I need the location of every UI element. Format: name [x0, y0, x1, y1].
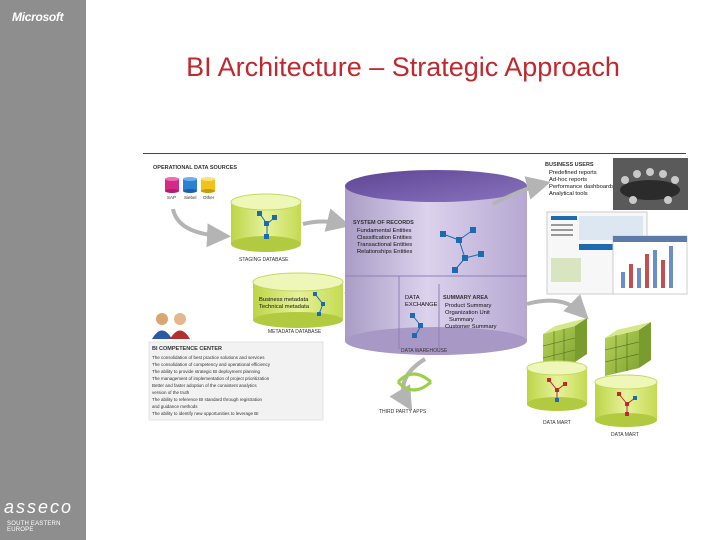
- data-mart-2: DATA MART: [594, 322, 658, 438]
- data-mart-2-cube-icon: [604, 322, 651, 376]
- business-users: BUSINESS USERS Predefined reports Ad-hoc…: [545, 158, 688, 295]
- sor-line-relationships: Relationships Entities: [357, 249, 413, 255]
- summary-line-summary: Summary: [449, 317, 474, 323]
- data-mart-2-label: DATA MART: [611, 432, 639, 438]
- arrow-warehouse-to-users: [492, 176, 551, 206]
- bi-competence-line-2: The consolidation of competency and oper…: [152, 362, 271, 367]
- data-mart-1: DATA MART: [526, 318, 588, 426]
- bi-competence-heading: BI COMPETENCE CENTER: [152, 346, 222, 352]
- warehouse-node-network-icon: [440, 227, 484, 273]
- bi-competence-line-1: The consolidation of best practice solut…: [152, 355, 265, 360]
- asseco-logo: asseco: [4, 497, 74, 517]
- third-party-apps-label: THIRD PARTY APPS: [379, 409, 427, 415]
- summary-line-product: Product Summary: [445, 303, 491, 309]
- source-label-sap: SAP: [167, 195, 176, 200]
- business-users-line-dashboards: Performance dashboards: [549, 184, 614, 190]
- third-party-apps: THIRD PARTY APPS: [379, 372, 432, 415]
- sor-line-transactional: Transactional Entities: [357, 242, 412, 248]
- bi-competence-line-8: and guidance methods: [152, 404, 198, 409]
- bi-competence-line-3: The ability to provide strategic BI depl…: [152, 369, 261, 374]
- summary-line-org-unit: Organization Unit: [445, 310, 490, 316]
- data-mart-1-label: DATA MART: [543, 420, 571, 426]
- sor-line-classification: Classification Entities: [357, 235, 412, 241]
- data-exchange-node-icon: [410, 313, 423, 338]
- data-exchange-line-1: DATA: [405, 295, 420, 301]
- bi-competence-center: BI COMPETENCE CENTER The consolidation o…: [148, 313, 324, 421]
- other-cylinder-icon: [201, 177, 215, 193]
- operational-sources-heading: OPERATIONAL DATA SOURCES: [153, 165, 237, 171]
- source-label-other: Other: [203, 195, 215, 200]
- system-of-records-heading: SYSTEM OF RECORDS: [353, 220, 414, 226]
- metadata-line-technical: Technical metadata: [259, 304, 310, 310]
- sap-cylinder-icon: [165, 177, 179, 193]
- report-chart-icon: [612, 235, 688, 295]
- arrow-warehouse-to-marts: [526, 294, 589, 320]
- bi-architecture-diagram: OPERATIONAL DATA SOURCES SAP Siebel Othe…: [148, 158, 688, 438]
- arrow-staging-to-warehouse: [302, 208, 351, 232]
- bi-competence-line-6: version of the truth: [152, 390, 190, 395]
- asseco-region-label: SOUTH EASTERN EUROPE: [7, 521, 61, 533]
- data-mart-1-cube-icon: [542, 318, 587, 370]
- staging-node-network-icon: [257, 211, 277, 239]
- meeting-table-icon: [613, 158, 688, 210]
- metadata-database-label: METADATA DATABASE: [268, 329, 322, 335]
- sor-line-fundamental: Fundamental Entities: [357, 228, 412, 234]
- bi-competence-line-5: Better and faster adoption of the consis…: [152, 383, 257, 388]
- microsoft-logo: Microsoft: [12, 10, 64, 24]
- data-mart-2-node-icon: [617, 392, 637, 416]
- data-mart-1-node-icon: [547, 378, 567, 402]
- operational-data-sources: OPERATIONAL DATA SOURCES SAP Siebel Othe…: [153, 165, 237, 200]
- business-users-line-adhoc: Ad-hoc reports: [549, 177, 587, 183]
- bi-competence-line-4: The management of implementation of proj…: [152, 376, 270, 381]
- slide-title: BI Architecture – Strategic Approach: [186, 52, 620, 82]
- bi-competence-line-7: The ability to reference BI standard thr…: [152, 397, 263, 402]
- data-exchange-line-2: EXCHANGE: [405, 302, 438, 308]
- summary-line-customer: Customer Summary: [445, 324, 497, 330]
- arrow-sources-to-staging: [171, 208, 231, 248]
- people-icon: [152, 313, 190, 339]
- summary-area-heading: SUMMARY AREA: [443, 295, 488, 301]
- metadata-database: Business metadata Technical metadata MET…: [252, 272, 344, 335]
- data-warehouse-label: DATA WAREHOUSE: [401, 348, 448, 354]
- staging-database: STAGING DATABASE: [230, 193, 302, 263]
- source-label-siebel: Siebel: [184, 195, 197, 200]
- metadata-line-business: Business metadata: [259, 297, 309, 303]
- title-divider: [143, 153, 686, 154]
- business-users-line-predefined: Predefined reports: [549, 170, 597, 176]
- metadata-node-network-icon: [313, 292, 325, 316]
- business-users-heading: BUSINESS USERS: [545, 162, 594, 168]
- arrow-warehouse-to-third-party: [389, 357, 427, 411]
- business-users-line-tools: Analytical tools: [549, 191, 588, 197]
- bi-competence-line-9: The ability to identify new opportunitie…: [152, 411, 259, 416]
- staging-database-label: STAGING DATABASE: [239, 257, 289, 263]
- data-warehouse: SYSTEM OF RECORDS Fundamental Entities C…: [345, 170, 527, 355]
- sidebar: Microsoft asseco SOUTH EASTERN EUROPE: [0, 0, 86, 540]
- siebel-cylinder-icon: [183, 177, 197, 193]
